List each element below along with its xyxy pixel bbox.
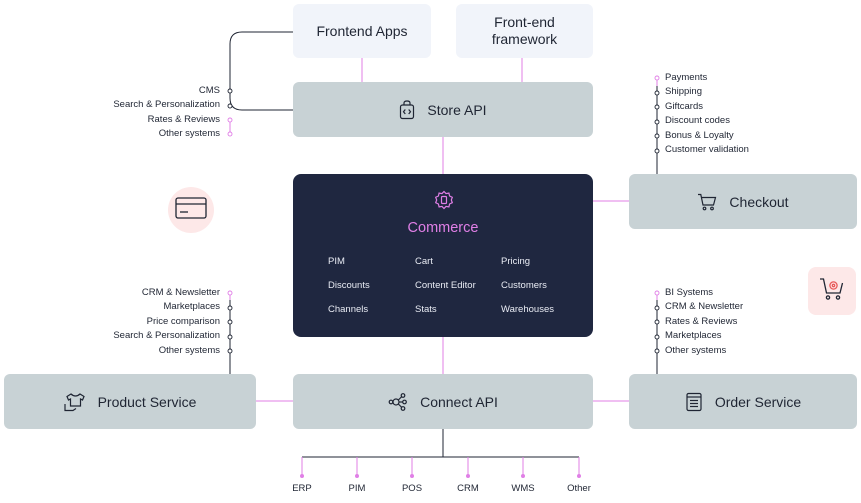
output-pos: POS — [401, 483, 423, 494]
list-item: Giftcards — [665, 100, 704, 112]
commerce-item-content-editor: Content Editor — [415, 280, 476, 291]
list-item: Customer validation — [665, 144, 749, 156]
commerce-item-pricing: Pricing — [501, 256, 531, 267]
list-item: Discount codes — [665, 115, 730, 127]
list-item: CRM & Newsletter — [665, 301, 744, 313]
order-service-integrations: BI Systems CRM & Newsletter Rates & Revi… — [665, 286, 743, 358]
connect-api-label: Connect API — [420, 393, 498, 410]
frontend-apps-node: Frontend Apps — [293, 4, 431, 58]
list-item: Marketplaces — [665, 330, 722, 342]
list-item: Payments — [665, 72, 708, 83]
output-other: Other — [567, 483, 591, 494]
list-item: Search & Personalization — [113, 99, 220, 111]
list-item: Other systems — [158, 344, 220, 356]
frontend-framework-node: Front-end framework — [456, 4, 593, 58]
frontend-framework-line1: Front-end — [494, 14, 555, 30]
commerce-item-customers: Customers — [501, 280, 547, 291]
code-bag-icon — [399, 99, 415, 120]
cart-gear-icon — [819, 277, 845, 306]
list-item: Marketplaces — [163, 301, 221, 313]
receipt-icon — [685, 392, 703, 412]
connect-api-node: Connect API — [293, 374, 593, 429]
payment-badge — [168, 187, 214, 233]
network-nodes-icon — [388, 392, 408, 412]
frontend-framework-line2: framework — [491, 31, 558, 47]
order-service-label: Order Service — [714, 393, 802, 410]
gear-icon — [434, 190, 454, 215]
output-pim: PIM — [348, 483, 366, 494]
commerce-item-cart: Cart — [415, 256, 433, 267]
commerce-item-discounts: Discounts — [328, 280, 370, 291]
output-crm: CRM — [457, 483, 479, 494]
frontend-framework-label: Front-end framework — [492, 14, 557, 48]
checkout-node: Checkout — [629, 174, 857, 229]
product-service-label: Product Service — [97, 393, 197, 410]
list-item: CRM & Newsletter — [141, 287, 220, 298]
list-item: Rates & Reviews — [665, 315, 738, 327]
list-item: Search & Personalization — [113, 330, 220, 342]
list-item: Other systems — [158, 128, 220, 140]
list-item: Other systems — [665, 344, 727, 356]
frontend-apps-label: Frontend Apps — [316, 23, 408, 39]
checkout-integrations: Payments Shipping Giftcards Discount cod… — [665, 71, 749, 157]
commerce-item-stats: Stats — [415, 304, 437, 315]
store-api-label: Store API — [427, 101, 487, 118]
product-service-integrations: CRM & Newsletter Marketplaces Price comp… — [113, 286, 220, 358]
order-service-node: Order Service — [629, 374, 857, 429]
list-item: Bonus & Loyalty — [665, 129, 734, 141]
list-item: BI Systems — [665, 287, 714, 298]
list-item: Shipping — [665, 86, 702, 98]
checkout-label: Checkout — [729, 193, 789, 210]
store-api-integrations: CMS Search & Personalization Rates & Rev… — [113, 84, 220, 142]
credit-card-icon — [175, 196, 207, 224]
output-erp: ERP — [292, 483, 312, 494]
store-api-node: Store API — [293, 82, 593, 137]
output-wms: WMS — [511, 483, 535, 494]
list-item: CMS — [198, 85, 220, 96]
tshirt-hand-icon — [63, 392, 86, 412]
commerce-item-warehouses: Warehouses — [501, 304, 554, 315]
shopping-cart-icon — [697, 193, 717, 211]
cart-badge — [808, 267, 856, 315]
list-item: Price comparison — [146, 315, 220, 327]
commerce-item-channels: Channels — [328, 304, 369, 315]
commerce-item-pim: PIM — [328, 256, 345, 267]
list-item: Rates & Reviews — [147, 113, 220, 125]
product-service-node: Product Service — [4, 374, 256, 429]
commerce-title: Commerce — [407, 220, 479, 236]
commerce-node: Commerce PIM Cart Pricing Discounts Cont… — [293, 174, 593, 337]
